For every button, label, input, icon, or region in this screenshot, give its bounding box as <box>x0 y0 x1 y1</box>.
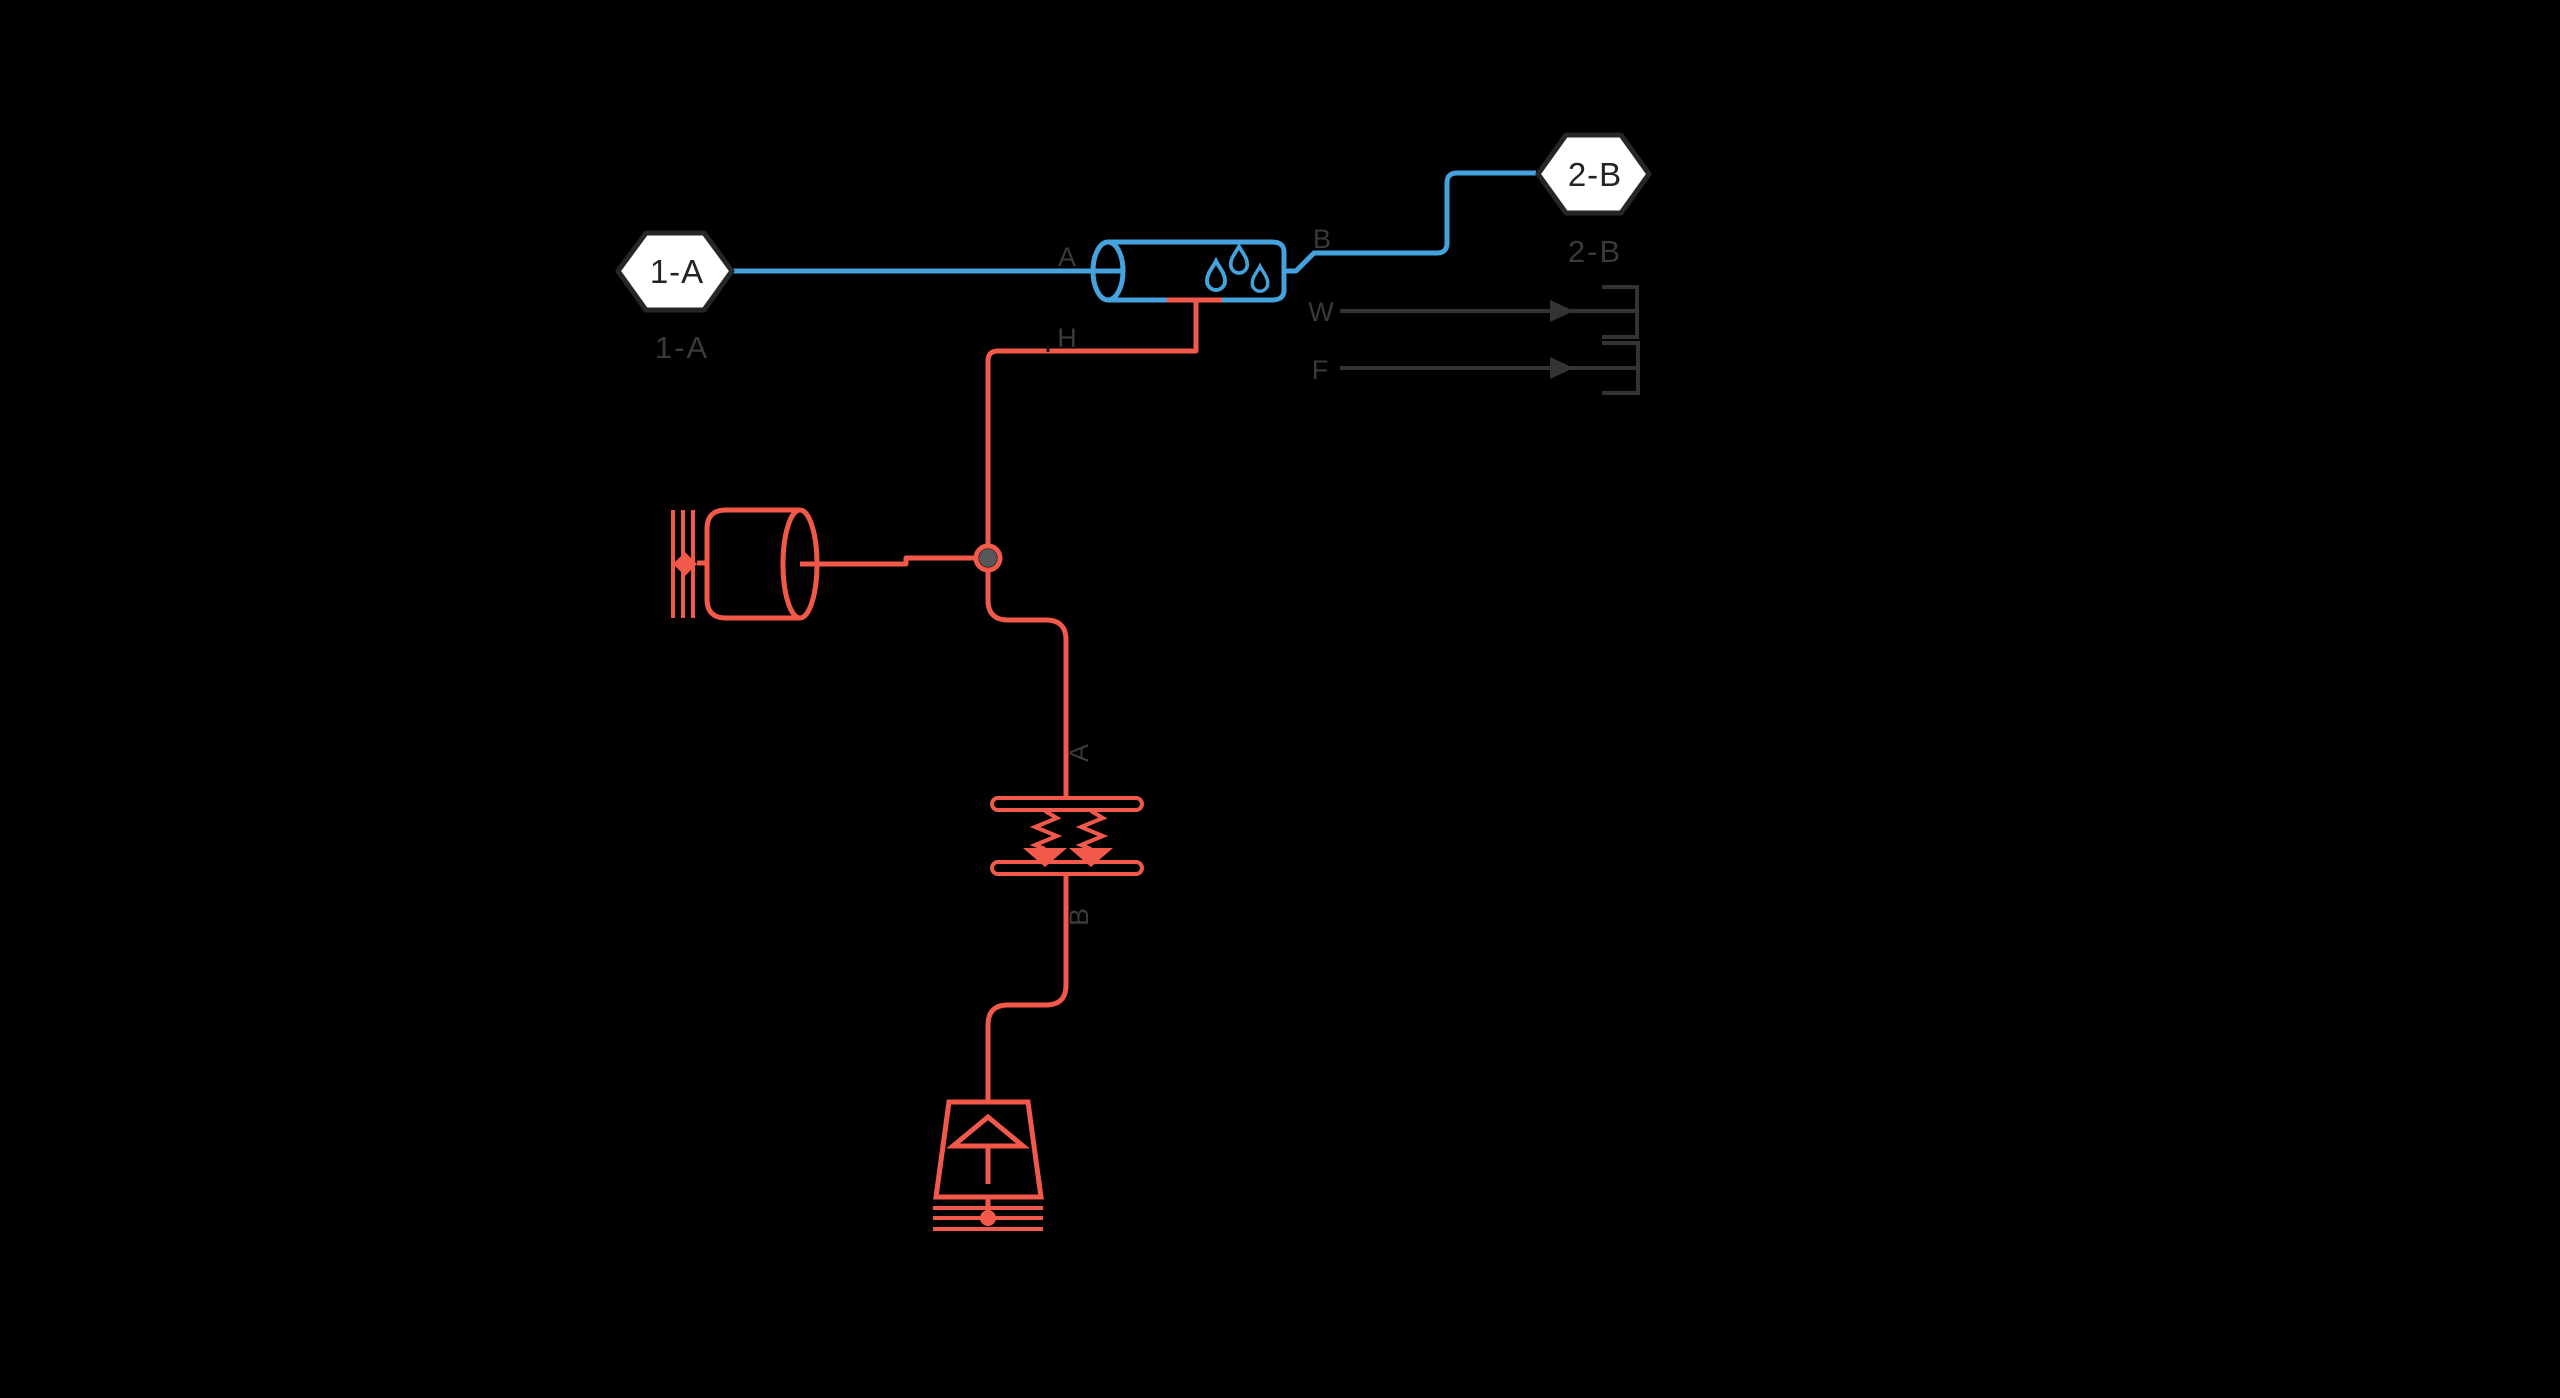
condenser-body[interactable] <box>1108 239 1287 303</box>
work-stub-connector[interactable] <box>1340 285 1639 339</box>
tag-source[interactable]: 1-A <box>615 230 735 313</box>
port-label-condenser-outlet: B <box>1313 224 1331 254</box>
droplet-icon <box>1250 262 1270 293</box>
motor-drum[interactable] <box>671 507 820 621</box>
drum-body[interactable] <box>704 507 800 621</box>
port-label-condenser-heat: H <box>1057 323 1077 353</box>
ground-node-dot <box>980 1210 996 1226</box>
pump-body[interactable] <box>933 1099 1044 1200</box>
port-label-condenser-inlet: A <box>1058 242 1076 272</box>
ground-symbol-icon <box>933 1206 1043 1231</box>
droplet-icon <box>1204 256 1228 292</box>
heat-stub-bracket[interactable] <box>1602 341 1640 395</box>
up-arrow-head-icon <box>946 1113 1030 1149</box>
tag-source-label: 1-A <box>650 253 704 290</box>
tag-source-hexagon[interactable] <box>615 230 735 313</box>
exchanger-top-bar[interactable] <box>990 796 1144 812</box>
tag-sink-hexagon[interactable] <box>1535 132 1652 216</box>
junction-ring[interactable] <box>973 543 1003 573</box>
exchanger-bottom-bar[interactable] <box>990 860 1144 876</box>
mount-diamond-icon <box>673 552 697 576</box>
work-stub-bracket[interactable] <box>1602 285 1639 339</box>
heat-exchanger[interactable] <box>990 796 1144 876</box>
stream-b-pipe[interactable] <box>1284 170 1536 274</box>
sink-name-label: 2-B <box>1568 234 1622 269</box>
droplet-icon <box>1228 242 1250 275</box>
heat-arrowhead-icon <box>1550 357 1574 379</box>
heat-wave-icon <box>1075 809 1109 851</box>
pump-source[interactable] <box>933 1099 1044 1231</box>
port-label-exchanger-inlet: A <box>1064 744 1094 762</box>
port-label-exchanger-outlet: B <box>1064 908 1094 926</box>
junction-core <box>979 549 997 567</box>
port-label-work-stub: W <box>1308 297 1334 327</box>
heat-arrow-icon <box>1069 848 1113 867</box>
droplets-icon <box>1204 242 1270 293</box>
port-label-heat-stub: F <box>1312 355 1329 385</box>
work-arrowhead-icon <box>1550 300 1574 322</box>
condenser-vessel[interactable] <box>1090 239 1287 303</box>
heat-pipe-exchanger-to-pump[interactable] <box>985 874 1069 1102</box>
condenser-end-cap <box>1090 239 1126 303</box>
heat-arrow-icon <box>1023 848 1067 867</box>
source-name-label: 1-A <box>655 330 709 365</box>
shaft-line[interactable] <box>800 555 976 567</box>
heat-stub-connector[interactable] <box>1340 341 1640 395</box>
tag-sink-label: 2-B <box>1568 156 1622 193</box>
heat-pipe-condenser-to-junction[interactable] <box>985 300 1199 546</box>
tag-sink[interactable]: 2-B <box>1535 132 1652 216</box>
heat-pipe-junction-to-exchanger[interactable] <box>985 571 1069 798</box>
heat-wave-icon <box>1029 809 1063 851</box>
shaft-junction[interactable] <box>973 543 1003 573</box>
